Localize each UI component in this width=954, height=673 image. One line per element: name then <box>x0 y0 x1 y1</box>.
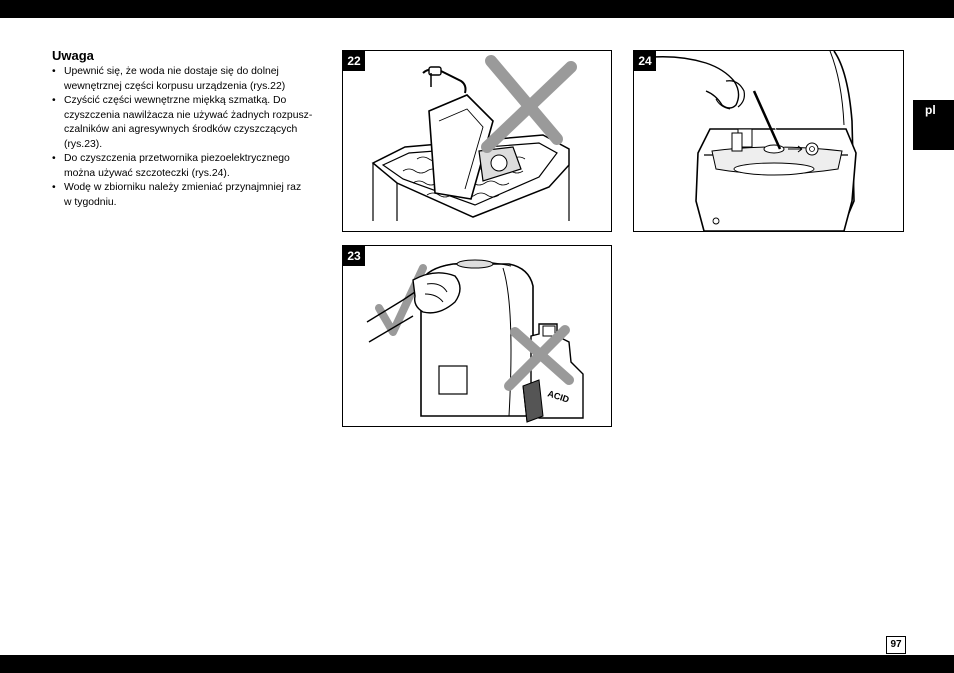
page-number: 97 <box>886 636 906 654</box>
language-tab: pl <box>913 100 954 150</box>
figure-24: 24 <box>633 50 904 232</box>
note-line: Do czyszczenia przetwornika piezoelektry… <box>64 153 290 164</box>
figure-22: 22 <box>342 50 612 232</box>
bullet-icon: • <box>52 182 56 193</box>
list-item: • Wodę w zbiorniku należy zmieniać przyn… <box>52 181 322 210</box>
figure-23: ACID 23 <box>342 245 612 427</box>
figure-number: 22 <box>343 51 365 71</box>
notes-list: • Upewnić się, że woda nie dostaje się d… <box>52 65 322 210</box>
cloth-wiping-illustration: ACID <box>366 259 584 423</box>
list-item: • Czyścić części wewnętrzne miękką szmat… <box>52 94 322 152</box>
note-line: wewnętrznej części korpusu urządzenia (r… <box>64 80 286 92</box>
note-line: czalników ani agresywnych środków czyszc… <box>64 124 298 135</box>
bullet-icon: • <box>52 153 56 164</box>
bullet-icon: • <box>52 66 56 77</box>
list-item: • Upewnić się, że woda nie dostaje się d… <box>52 65 322 94</box>
figure-number: 23 <box>343 246 365 266</box>
figure-number: 24 <box>634 51 656 71</box>
top-black-bar <box>0 0 954 18</box>
bullet-icon: • <box>52 95 56 106</box>
list-item: • Do czyszczenia przetwornika piezoelekt… <box>52 152 322 181</box>
note-line: Wodę w zbiorniku należy zmieniać przynaj… <box>64 182 302 193</box>
notes-heading: Uwaga <box>52 48 94 63</box>
bottom-black-bar <box>0 655 954 673</box>
notes-column: Uwaga • Upewnić się, że woda nie dostaje… <box>52 48 322 210</box>
note-line: Czyścić części wewnętrzne miękką szmatką… <box>64 95 287 106</box>
brush-cleaning-illustration <box>634 51 857 231</box>
note-line: Upewnić się, że woda nie dostaje się do … <box>64 66 279 77</box>
note-line: można używać szczoteczki (rys.24). <box>64 167 230 179</box>
note-line: czyszczenia nawilżacza nie używać żadnyc… <box>64 109 313 121</box>
note-line: w tygodniu. <box>64 196 117 208</box>
note-line: (rys.23). <box>64 138 103 150</box>
sink-washing-illustration <box>371 55 577 221</box>
language-label: pl <box>925 103 936 117</box>
